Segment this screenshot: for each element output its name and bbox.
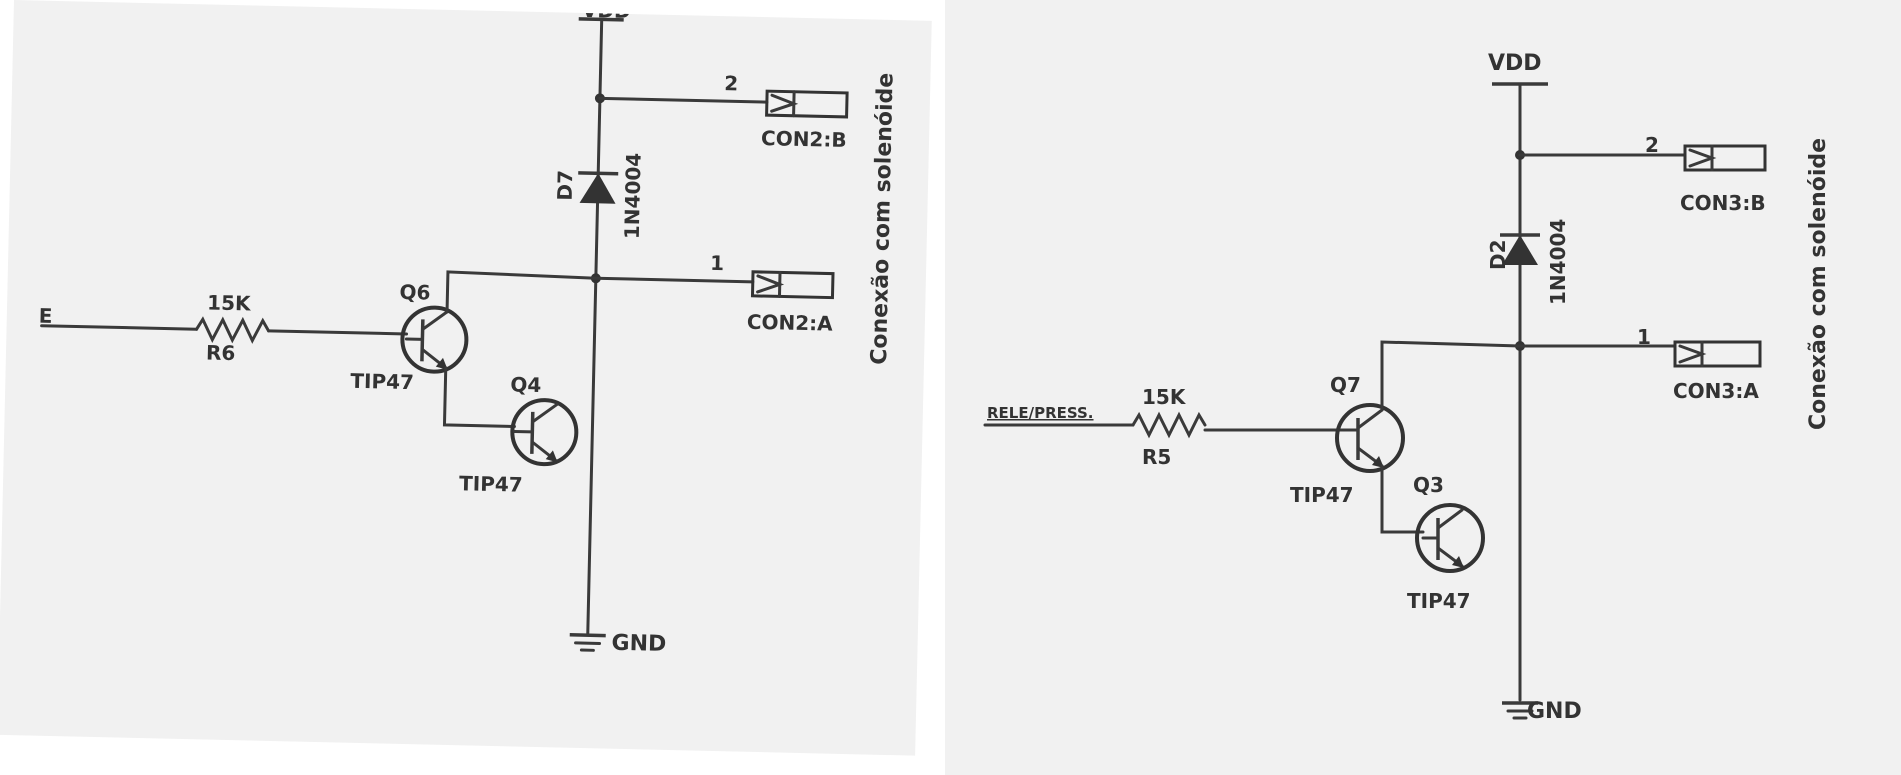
con2-b-name: CON2:B <box>761 126 847 152</box>
vdd-label-left: VDD <box>582 0 631 23</box>
q4-part: TIP47 <box>459 471 523 496</box>
transistor-q6 <box>400 305 469 374</box>
gnd-label-right: GND <box>1527 699 1582 724</box>
transistor-q7 <box>1335 403 1405 473</box>
resistor-r6-value: 15K <box>207 290 252 315</box>
resistor-r6 <box>195 316 271 344</box>
con2-b-pin: 2 <box>724 71 738 95</box>
diode-d7-ref: D7 <box>553 170 578 201</box>
con3-a-pin: 1 <box>1637 325 1651 349</box>
resistor-r6-ref: R6 <box>206 340 236 365</box>
q3-part: TIP47 <box>1407 589 1471 613</box>
diode-d7-part: 1N4004 <box>620 152 646 239</box>
input-label-right: RELE/PRESS. <box>987 404 1094 422</box>
gnd-label-left: GND <box>611 631 666 657</box>
diode-d2 <box>1500 233 1540 265</box>
solenoid-connection-text-right: Conexão com solenóide <box>1806 138 1831 430</box>
schematic-sheet-left: VDD 2 CON2:B D7 1N4004 1 CON2:A <box>0 0 932 756</box>
schematic-left: VDD 2 CON2:B D7 1N4004 1 CON2:A <box>39 0 899 657</box>
schematic-right: VDD 2 CON3:B D2 1N4004 1 CON3:A <box>983 51 1831 724</box>
ground-symbol-right <box>1502 701 1538 720</box>
vdd-label-right: VDD <box>1488 51 1542 76</box>
transistor-q3 <box>1415 503 1485 573</box>
q4-ref: Q4 <box>510 372 541 397</box>
con3-b-pin: 2 <box>1645 133 1659 157</box>
solenoid-connection-text-left: Conexão com solenóide <box>867 72 899 365</box>
connector-con2-b <box>765 89 849 119</box>
resistor-r5-value: 15K <box>1142 385 1187 409</box>
connector-con3-a <box>1673 340 1762 368</box>
con3-b-name: CON3:B <box>1680 191 1766 215</box>
vdd-symbol-left <box>578 17 624 22</box>
q7-part: TIP47 <box>1290 483 1354 507</box>
connector-con2-a <box>750 270 835 300</box>
ground-symbol-left <box>569 633 606 652</box>
main-wire-left <box>586 19 604 635</box>
input-label-left: E <box>39 304 53 328</box>
connector-con3-b <box>1683 144 1767 172</box>
q6-ref: Q6 <box>399 280 430 305</box>
diode-d7 <box>578 171 619 204</box>
diode-d2-ref: D2 <box>1486 239 1510 270</box>
q7-ref: Q7 <box>1330 373 1361 397</box>
con2-a-pin: 1 <box>710 251 724 275</box>
transistor-q4 <box>510 398 579 467</box>
con3-a-name: CON3:A <box>1673 379 1759 403</box>
q6-part: TIP47 <box>350 369 414 394</box>
con2-a-name: CON2:A <box>747 310 834 336</box>
diode-d2-part: 1N4004 <box>1546 219 1570 305</box>
resistor-r5-ref: R5 <box>1142 445 1171 469</box>
schematic-sheet-right: VDD 2 CON3:B D2 1N4004 1 CON3:A <box>945 0 1901 775</box>
resistor-r5 <box>1131 411 1207 439</box>
q3-ref: Q3 <box>1413 473 1444 497</box>
